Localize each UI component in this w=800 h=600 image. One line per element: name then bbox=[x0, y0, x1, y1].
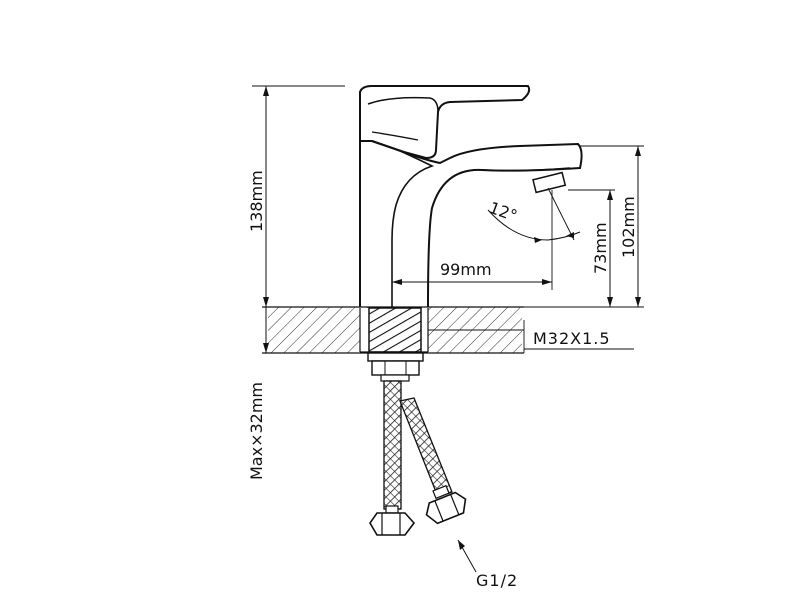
threaded-shank bbox=[359, 307, 429, 353]
lock-nut bbox=[367, 352, 424, 382]
hose-nut-left bbox=[369, 505, 416, 536]
label-height-total: 138mm bbox=[247, 170, 266, 232]
label-spout-height: 73mm bbox=[591, 222, 610, 274]
label-handle-height: 102mm bbox=[619, 196, 638, 258]
dim-deck-thickness bbox=[263, 307, 269, 353]
thread-leader bbox=[428, 320, 634, 353]
dim-spout-angle bbox=[487, 187, 581, 243]
dim-handle-height bbox=[524, 145, 644, 308]
label-hose-connection: G1/2 bbox=[476, 571, 518, 590]
label-spout-angle: 12° bbox=[487, 198, 520, 226]
hose-connection-leader bbox=[457, 539, 477, 573]
label-spout-reach: 99mm bbox=[440, 260, 492, 279]
label-mount-thread: M32X1.5 bbox=[533, 329, 611, 348]
faucet-body bbox=[359, 85, 583, 308]
braided-hoses bbox=[383, 380, 453, 510]
dim-spout-height bbox=[568, 189, 615, 307]
label-deck-thickness: Max×32mm bbox=[247, 382, 266, 480]
dim-height-total bbox=[252, 85, 345, 307]
hose-nut-right bbox=[425, 484, 467, 525]
